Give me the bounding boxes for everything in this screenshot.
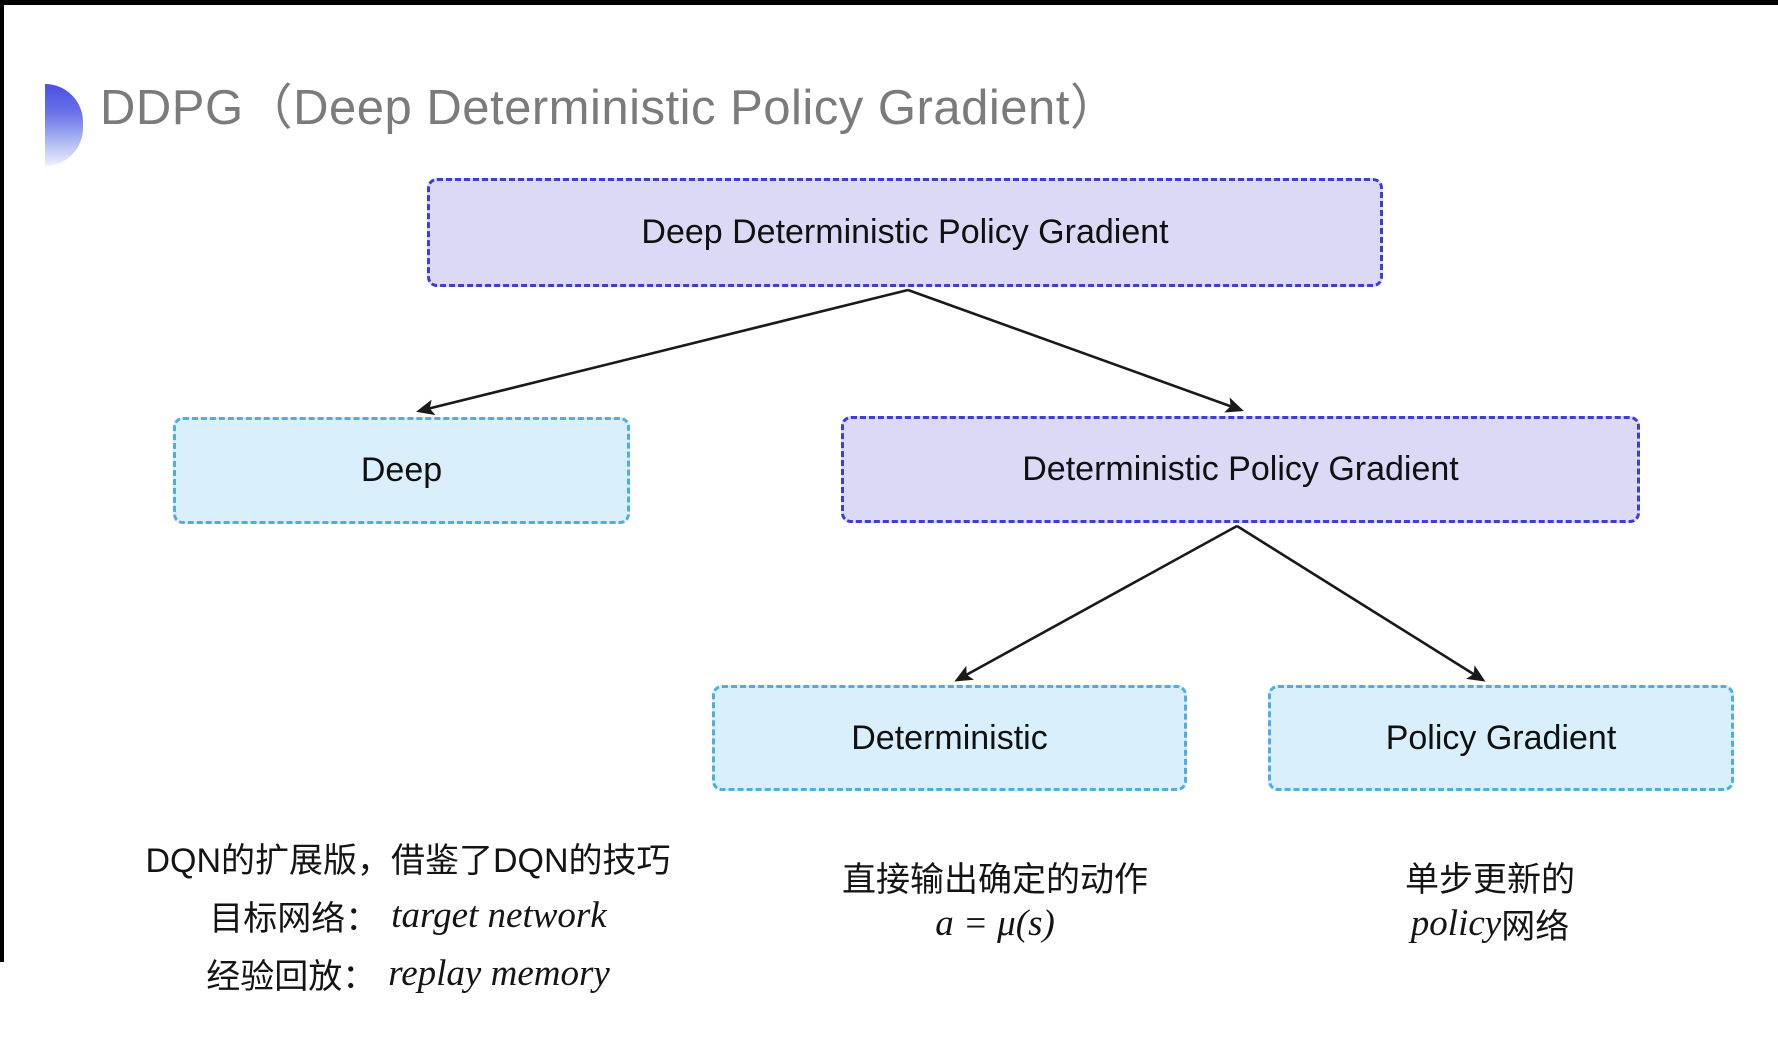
arrow-dpg-to-policy-gradient xyxy=(1236,524,1486,682)
annotation-text: 单步更新的 xyxy=(1405,861,1575,899)
annotation-text: 直接输出确定的动作 xyxy=(842,861,1148,899)
annotation-deterministic: 直接输出确定的动作 a = μ(s) xyxy=(790,853,1200,947)
annotation-deep: DQN的扩展版，借鉴了DQN的技巧 目标网络： target network 经… xyxy=(128,828,688,1002)
annotation-pg-line2: policy 网络 xyxy=(1280,900,1700,947)
annotation-policy-gradient: 单步更新的 policy 网络 xyxy=(1280,853,1700,947)
node-label: Deterministic Policy Gradient xyxy=(1022,450,1459,488)
title-bullet-semicircle-icon xyxy=(45,84,83,166)
node-deep-deterministic-policy-gradient: Deep Deterministic Policy Gradient xyxy=(427,178,1383,287)
node-label: Deep Deterministic Policy Gradient xyxy=(641,213,1169,251)
annotation-text: DQN的扩展版，借鉴了DQN的技巧 xyxy=(145,841,671,880)
annotation-label: 目标网络： xyxy=(209,899,380,938)
annotation-det-formula: a = μ(s) xyxy=(790,900,1200,947)
arrow-root-to-dpg xyxy=(907,288,1244,413)
node-deterministic-policy-gradient: Deterministic Policy Gradient xyxy=(841,416,1640,523)
node-label: Deep xyxy=(360,451,443,489)
annotation-deep-line3: 经验回放： replay memory xyxy=(128,944,688,1002)
annotation-term: policy xyxy=(1410,903,1502,944)
formula-text: a = μ(s) xyxy=(935,903,1055,944)
arrow-root-to-deep xyxy=(416,288,909,416)
slide-title: DDPG（Deep Deterministic Policy Gradient） xyxy=(100,81,1120,135)
annotation-label: 经验回放： xyxy=(206,957,377,996)
node-policy-gradient: Policy Gradient xyxy=(1268,685,1734,791)
annotation-det-line1: 直接输出确定的动作 xyxy=(790,853,1200,900)
annotation-term: target network xyxy=(391,894,607,936)
annotation-term: replay memory xyxy=(388,952,610,994)
annotation-deep-line1: DQN的扩展版，借鉴了DQN的技巧 xyxy=(128,828,688,886)
video-frame-top-edge xyxy=(0,0,1778,5)
node-deterministic: Deterministic xyxy=(712,685,1187,791)
node-label: Deterministic xyxy=(851,718,1048,757)
annotation-text: 网络 xyxy=(1501,908,1570,946)
arrow-dpg-to-deterministic xyxy=(954,524,1238,682)
node-label: Policy Gradient xyxy=(1385,718,1617,757)
annotation-pg-line1: 单步更新的 xyxy=(1280,853,1700,900)
node-deep: Deep xyxy=(173,417,630,524)
annotation-deep-line2: 目标网络： target network xyxy=(128,886,688,944)
video-frame-left-edge xyxy=(0,0,4,962)
